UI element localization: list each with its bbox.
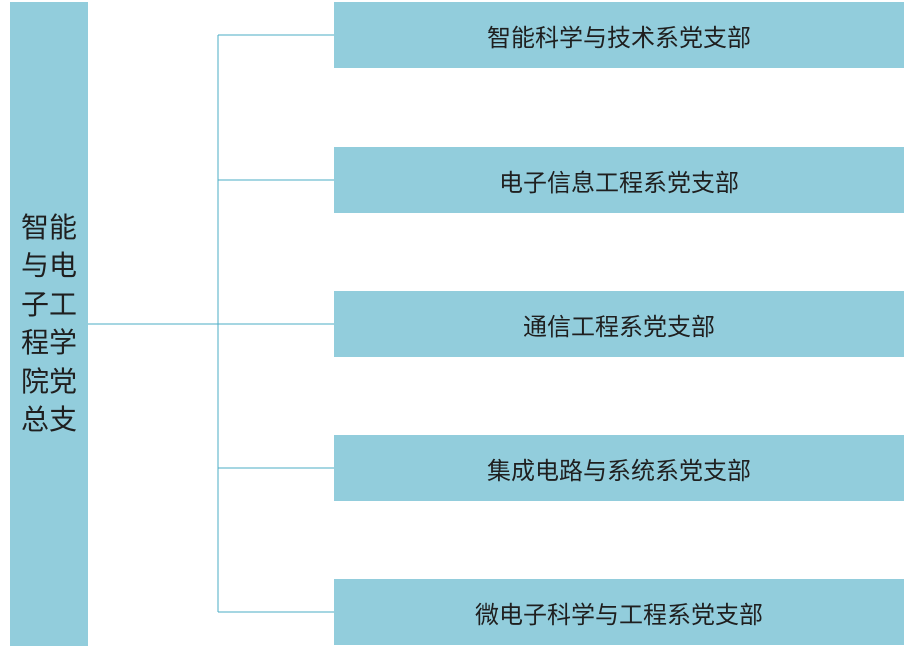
root-node-label: 智能与电子工程学院党总支 (20, 210, 77, 437)
branch-node-2: 电子信息工程系党支部 (334, 147, 904, 213)
branch-node-label: 微电子科学与工程系党支部 (475, 600, 763, 629)
branch-node-4: 集成电路与系统系党支部 (334, 435, 904, 501)
branch-node-1: 智能科学与技术系党支部 (334, 2, 904, 68)
branch-node-label: 智能科学与技术系党支部 (487, 23, 751, 52)
branch-node-label: 集成电路与系统系党支部 (487, 456, 751, 485)
branch-node-label: 电子信息工程系党支部 (499, 168, 739, 197)
branch-node-label: 通信工程系党支部 (523, 312, 715, 341)
root-node: 智能与电子工程学院党总支 (10, 2, 88, 646)
branch-node-5: 微电子科学与工程系党支部 (334, 579, 904, 645)
branch-node-3: 通信工程系党支部 (334, 291, 904, 357)
